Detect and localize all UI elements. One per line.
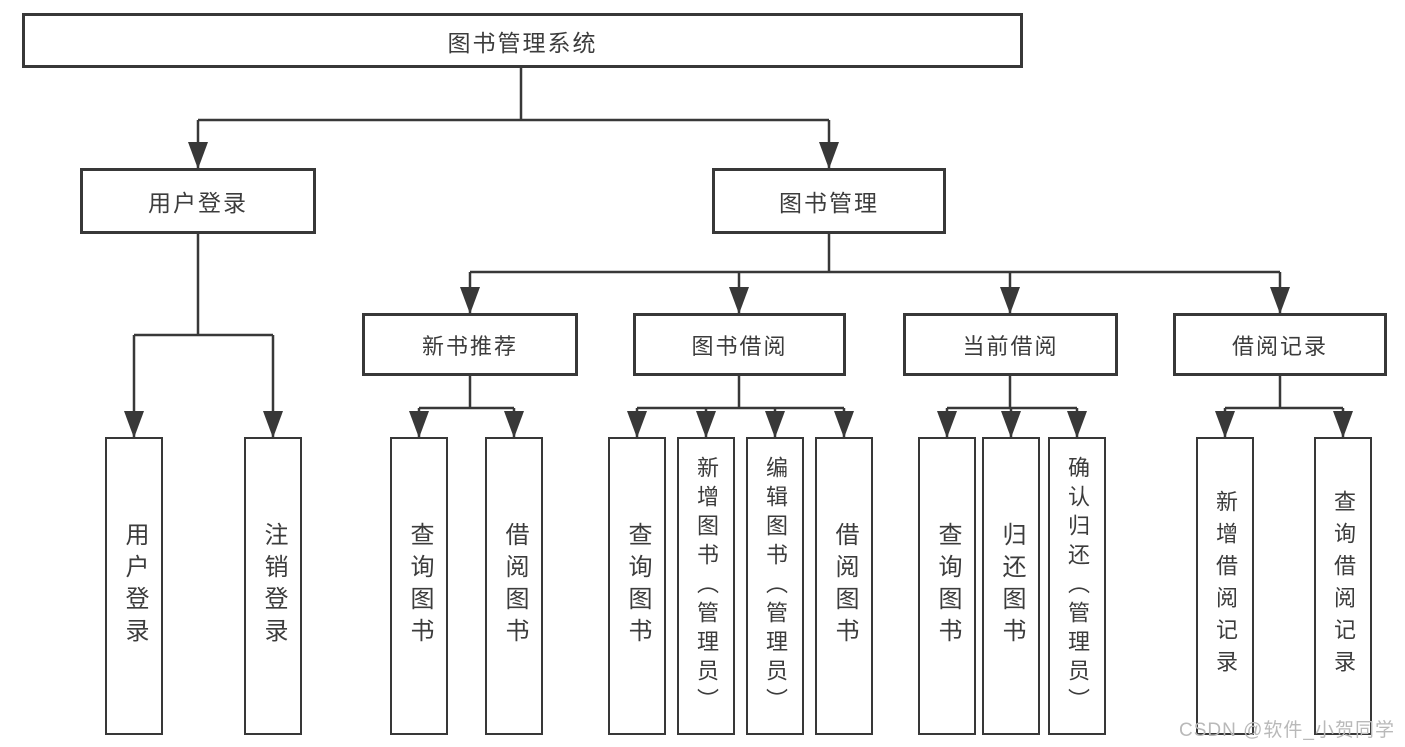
leaf-return-books: 归还图书 bbox=[982, 437, 1040, 735]
node-new-book-recommend: 新书推荐 bbox=[362, 313, 578, 376]
node-library-management-system: 图书管理系统 bbox=[22, 13, 1023, 68]
leaf-edit-books-admin: 编辑图书（管理员） bbox=[746, 437, 804, 735]
leaf-query-books-current: 查询图书 bbox=[918, 437, 976, 735]
leaf-add-borrow-record: 新增借阅记录 bbox=[1196, 437, 1254, 735]
leaf-confirm-return-admin: 确认归还（管理员） bbox=[1048, 437, 1106, 735]
node-book-management: 图书管理 bbox=[712, 168, 946, 234]
leaf-borrow-books-recommend: 借阅图书 bbox=[485, 437, 543, 735]
leaf-query-borrow-record: 查询借阅记录 bbox=[1314, 437, 1372, 735]
leaf-query-books-recommend: 查询图书 bbox=[390, 437, 448, 735]
leaf-query-books-borrow: 查询图书 bbox=[608, 437, 666, 735]
node-book-borrow: 图书借阅 bbox=[633, 313, 846, 376]
node-user-login: 用户登录 bbox=[80, 168, 316, 234]
leaf-add-books-admin: 新增图书（管理员） bbox=[677, 437, 735, 735]
leaf-user-login: 用户登录 bbox=[105, 437, 163, 735]
node-borrow-records: 借阅记录 bbox=[1173, 313, 1387, 376]
leaf-logout: 注销登录 bbox=[244, 437, 302, 735]
leaf-borrow-books: 借阅图书 bbox=[815, 437, 873, 735]
watermark: CSDN @软件_小贺同学 bbox=[1179, 720, 1395, 741]
node-current-borrow: 当前借阅 bbox=[903, 313, 1118, 376]
